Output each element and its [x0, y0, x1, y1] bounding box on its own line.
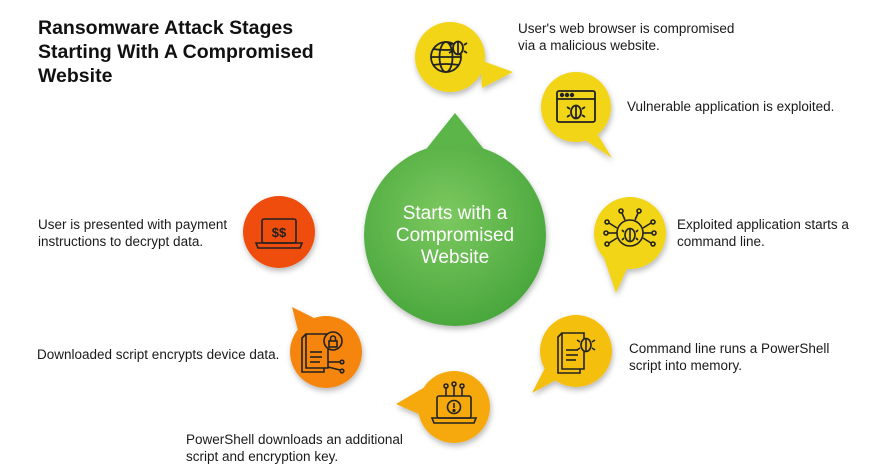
stage-4-line-2: script into memory. — [629, 358, 743, 373]
script-bug-icon — [557, 332, 596, 374]
stage-label-3: Exploited application starts a command l… — [677, 216, 849, 250]
stage-label-4: Command line runs a PowerShell script in… — [629, 340, 829, 374]
stage-label-2: Vulnerable application is exploited. — [627, 98, 834, 115]
stage-6-line-1: Downloaded script encrypts device data. — [37, 347, 280, 362]
title-line-2: Starting With A Compromised — [38, 41, 314, 63]
browser-bug-icon — [556, 90, 596, 123]
stage-node-7 — [243, 196, 315, 268]
stage-1-line-2: via a malicious website. — [518, 38, 660, 53]
laptop-dollar-icon: $$ — [254, 218, 304, 249]
stage-4-line-1: Command line runs a PowerShell — [629, 341, 830, 356]
globe-bug-icon — [430, 40, 468, 73]
center-label: Starts with a Compromised Website — [375, 203, 535, 269]
stage-3-line-1: Exploited application starts a — [677, 217, 849, 232]
stage-label-6: Downloaded script encrypts device data. — [37, 346, 279, 363]
stage-1-line-1: User's web browser is compromised — [518, 21, 735, 36]
stage-2-line-1: Vulnerable application is exploited. — [627, 99, 835, 114]
stage-7-line-1: User is presented with payment — [38, 217, 228, 232]
stage-5-line-2: script and encryption key. — [186, 449, 339, 464]
diagram-title: Ransomware Attack Stages Starting With A… — [38, 16, 358, 88]
bug-network-icon — [603, 208, 657, 247]
title-line-1: Ransomware Attack Stages — [38, 17, 294, 39]
script-lock-icon — [301, 331, 345, 374]
center-line-3: Website — [420, 247, 490, 268]
svg-text:$$: $$ — [272, 225, 287, 240]
laptop-alert-icon — [430, 381, 478, 424]
stage-7-line-2: instructions to decrypt data. — [38, 234, 204, 249]
title-line-3: Website — [38, 65, 113, 87]
stage-label-7: User is presented with payment instructi… — [38, 216, 227, 250]
center-line-2: Compromised — [395, 225, 515, 246]
stage-label-1: User's web browser is compromised via a … — [518, 20, 734, 54]
stage-3-line-2: command line. — [677, 234, 765, 249]
stage-node-1 — [415, 22, 513, 92]
stage-node-5 — [396, 371, 490, 443]
center-line-1: Starts with a — [402, 203, 508, 224]
stage-5-line-1: PowerShell downloads an additional — [186, 432, 403, 447]
stage-node-4 — [532, 315, 612, 393]
stage-label-5: PowerShell downloads an additional scrip… — [186, 431, 403, 465]
center-node — [364, 113, 546, 326]
